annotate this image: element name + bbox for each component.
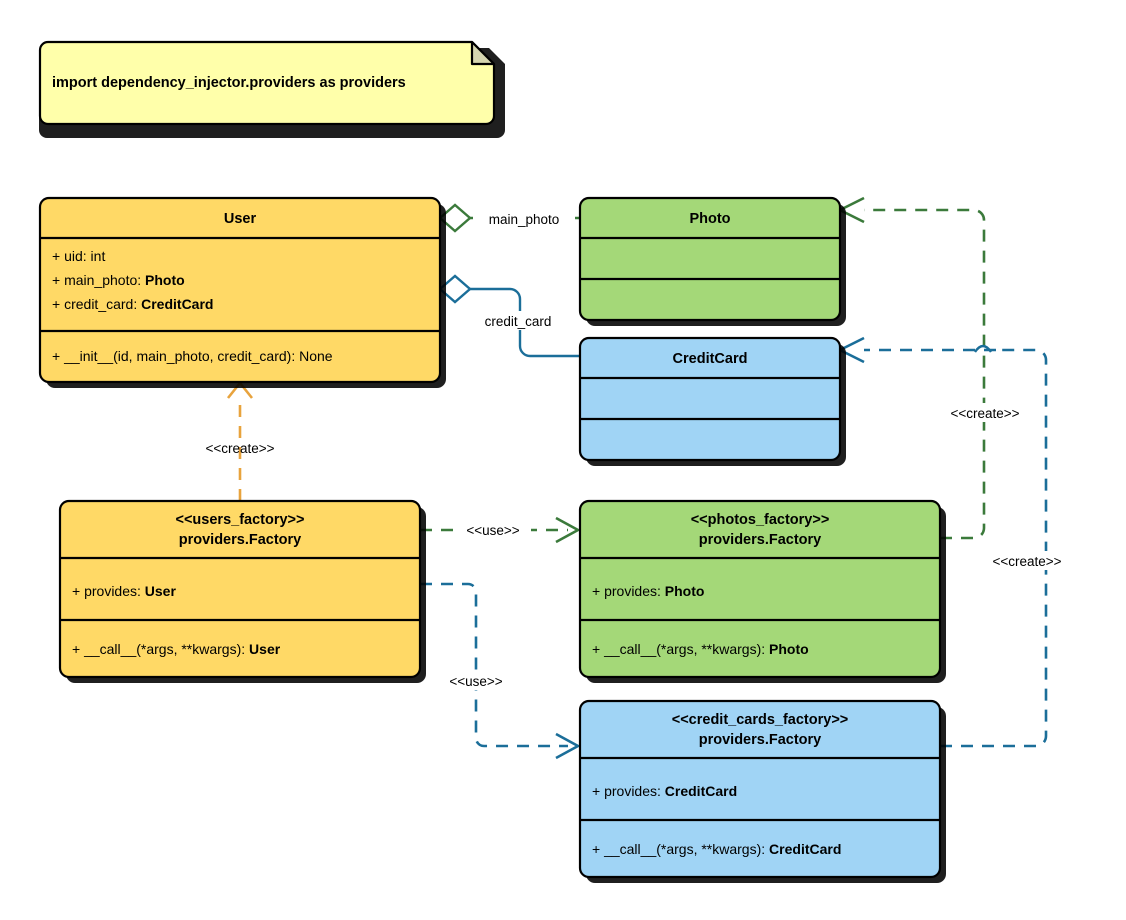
edge-use-credit-cards-label: <<use>> — [449, 674, 502, 689]
edge-main-photo-label-bg — [473, 209, 575, 228]
edge-use-credit-cards-line — [420, 582, 568, 748]
edge-use-credit-cards-arrowhead — [555, 732, 581, 760]
class-box-creditcard-body — [578, 336, 842, 462]
edge-create-credit-card: <<create>> — [837, 336, 1068, 748]
edge-create-photo: <<create>> — [837, 196, 1024, 540]
class-method-users-factory-call: + __call__(*args, **kwargs): User — [72, 641, 281, 657]
edge-use-photos-label: <<use>> — [466, 523, 519, 538]
edge-credit-card-label-bg — [466, 311, 570, 330]
class-attribute-users-factory-provides: + provides: User — [72, 583, 176, 599]
class-attribute-user-credit-card: + credit_card: CreditCard — [52, 296, 213, 312]
edge-use-photos-label-bg — [455, 521, 531, 539]
class-attribute-photos-factory-provides: + provides: Photo — [592, 583, 704, 599]
edge-create-user: <<create>> — [205, 380, 275, 501]
class-method-credit-cards-factory-call: + __call__(*args, **kwargs): CreditCard — [592, 841, 841, 857]
edge-create-user-label: <<create>> — [205, 441, 274, 456]
aggregation-diamond-credit-card — [438, 274, 472, 304]
class-method-user-init: + __init__(id, main_photo, credit_card):… — [52, 348, 333, 364]
class-attribute-user-uid: + uid: int — [52, 248, 105, 264]
edge-use-credit-cards-factory: <<use>> — [420, 582, 581, 760]
class-box-photo[interactable]: Photo — [578, 196, 846, 326]
class-box-users-factory[interactable]: <<users_factory>> providers.Factory + pr… — [58, 499, 426, 683]
edge-create-credit-card-label-bg — [986, 551, 1068, 570]
note-import-statement: import dependency_injector.providers as … — [38, 40, 505, 138]
class-name-creditcard: CreditCard — [673, 351, 748, 367]
class-box-user-body — [38, 196, 442, 384]
class-box-photo-body — [578, 196, 842, 322]
class-stereotype-photos-factory: <<photos_factory>> — [691, 512, 830, 528]
class-name-photos-factory: providers.Factory — [699, 532, 822, 548]
class-box-credit-cards-factory-body — [578, 699, 942, 879]
class-method-photos-factory-call: + __call__(*args, **kwargs): Photo — [592, 641, 809, 657]
class-name-users-factory: providers.Factory — [179, 532, 302, 548]
edge-aggregation-main-photo: main_photo — [438, 203, 580, 233]
edge-create-photo-label-bg — [946, 403, 1024, 422]
class-attribute-user-main-photo: + main_photo: Photo — [52, 272, 185, 288]
class-stereotype-credit-cards-factory: <<credit_cards_factory>> — [672, 712, 849, 728]
class-box-photos-factory[interactable]: <<photos_factory>> providers.Factory + p… — [578, 499, 946, 683]
class-name-user: User — [224, 211, 257, 227]
edge-main-photo-label: main_photo — [489, 212, 560, 227]
class-attribute-credit-cards-factory-provides: + provides: CreditCard — [592, 783, 737, 799]
class-name-credit-cards-factory: providers.Factory — [699, 732, 822, 748]
note-body — [38, 40, 496, 126]
class-box-user[interactable]: User + uid: int + main_photo: Photo + cr… — [38, 196, 446, 388]
note-text: import dependency_injector.providers as … — [52, 75, 406, 91]
class-name-photo: Photo — [689, 211, 730, 227]
edge-create-credit-card-label: <<create>> — [992, 554, 1061, 569]
edge-use-photos-factory: <<use>> — [420, 516, 581, 544]
edge-create-photo-line — [864, 208, 986, 540]
edge-use-credit-cards-label-bg — [437, 671, 515, 690]
edge-create-photo-label: <<create>> — [950, 406, 1019, 421]
class-box-creditcard[interactable]: CreditCard — [578, 336, 846, 466]
class-box-photos-factory-body — [578, 499, 942, 679]
note-fold-icon — [470, 40, 496, 66]
edge-credit-card-label: credit_card — [485, 314, 552, 329]
edge-create-credit-card-line-right — [940, 348, 1048, 748]
edge-aggregation-credit-card: credit_card — [438, 274, 580, 358]
class-box-credit-cards-factory[interactable]: <<credit_cards_factory>> providers.Facto… — [578, 699, 946, 883]
edge-create-credit-card-line-hop-icon — [974, 344, 992, 353]
class-stereotype-users-factory: <<users_factory>> — [176, 512, 305, 528]
aggregation-diamond-main-photo — [438, 203, 472, 233]
edge-use-photos-arrowhead — [555, 516, 581, 544]
class-box-users-factory-body — [58, 499, 422, 679]
